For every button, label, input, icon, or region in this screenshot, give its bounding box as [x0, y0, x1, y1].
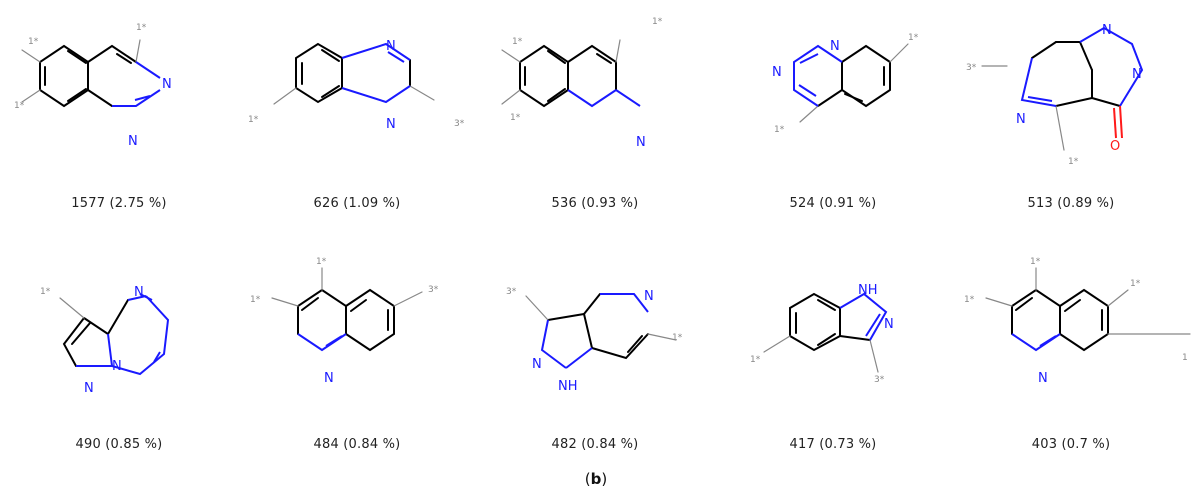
molecule-cell-1: 1* 1* 1* N N 1577 (2.75 %): [0, 0, 238, 235]
panel-letter: b: [590, 470, 602, 488]
panel-label: (b): [584, 470, 608, 488]
atom-label: 3*: [874, 375, 885, 385]
atom-label: 1*: [136, 23, 147, 33]
atom-label: 3*: [428, 285, 439, 295]
atom-label: 1*: [774, 125, 785, 135]
atom-label: 1*: [750, 355, 761, 365]
atom-label: 1*: [40, 287, 51, 297]
atom-label: 1*: [1068, 157, 1079, 167]
molecule-cell-7: 1* 1* 3* N 484 (0.84 %): [238, 250, 476, 470]
molecule-structure-6: 1* N N N: [40, 285, 170, 396]
molecule-caption: 482 (0.84 %): [551, 437, 639, 452]
molecule-caption: 536 (0.93 %): [551, 196, 639, 211]
atom-label: 1*: [652, 17, 663, 27]
atom-label: N: [134, 285, 144, 300]
molecule-structure-2: N N 1* 3*: [248, 39, 465, 132]
atom-label: N: [884, 317, 894, 332]
molecule-cell-5: 3* N N N O 1* 513 (0.89 %): [952, 0, 1190, 235]
molecule-structure-8: 3* N N NH 1*: [506, 287, 683, 394]
atom-label: N: [1016, 112, 1026, 127]
atom-label: N: [532, 357, 542, 372]
molecule-structure-7: 1* 1* 3* N: [250, 257, 439, 386]
molecule-structure-1: 1* 1* 1* N N: [14, 23, 172, 149]
molecule-caption: 417 (0.73 %): [789, 437, 877, 452]
molecule-caption: 490 (0.85 %): [75, 437, 163, 452]
molecule-grid: 1* 1* 1* N N 1577 (2.75 %) N: [0, 0, 1191, 470]
atom-label: NH: [858, 283, 878, 298]
molecule-structure-4: N N 1* 1*: [772, 33, 919, 135]
atom-label: 1*: [964, 295, 975, 305]
atom-label: N: [1038, 371, 1048, 386]
atom-label: N: [636, 135, 646, 150]
atom-label: N: [386, 117, 396, 132]
atom-label: 1*: [14, 101, 25, 111]
atom-label: N: [1102, 23, 1112, 38]
atom-label: N: [162, 77, 172, 92]
molecule-caption: 484 (0.84 %): [313, 437, 401, 452]
molecule-cell-4: N N 1* 1* 524 (0.91 %): [714, 0, 952, 235]
atom-label: N: [644, 289, 654, 304]
atom-label: 1*: [510, 113, 521, 123]
atom-label: 1*: [248, 115, 259, 125]
atom-label: 1*: [512, 37, 523, 47]
molecule-cell-8: 3* N N NH 1* 482 (0.84 %): [476, 250, 714, 470]
molecule-caption: 513 (0.89 %): [1027, 196, 1115, 211]
atom-label: 1*: [1130, 279, 1141, 289]
atom-label: N: [386, 39, 396, 54]
atom-label: N: [84, 381, 94, 396]
atom-label: 1: [1182, 353, 1188, 363]
atom-label: N: [128, 134, 138, 149]
atom-label: 3*: [454, 119, 465, 129]
atom-label: 1*: [250, 295, 261, 305]
molecule-caption: 524 (0.91 %): [789, 196, 877, 211]
atom-label: N: [324, 371, 334, 386]
atom-label: 1*: [316, 257, 327, 267]
atom-label: N: [1132, 67, 1142, 82]
molecule-cell-2: N N 1* 3* 626 (1.09 %): [238, 0, 476, 235]
atom-label: NH: [558, 379, 578, 394]
molecule-cell-9: NH N 1* 3* 417 (0.73 %): [714, 250, 952, 470]
molecule-cell-3: 1* 1* 1* N 536 (0.93 %): [476, 0, 714, 235]
molecule-cell-10: 1* 1* 1* 1 N 403 (0.7 %): [952, 250, 1191, 470]
molecule-caption: 1577 (2.75 %): [71, 196, 167, 211]
molecule-structure-5: 3* N N N O 1*: [966, 23, 1144, 167]
atom-label: N: [112, 359, 122, 374]
molecule-caption: 626 (1.09 %): [313, 196, 401, 211]
molecule-structure-3: 1* 1* 1* N: [501, 17, 663, 150]
molecule-structure-10: 1* 1* 1* 1 N: [964, 257, 1191, 386]
molecule-cell-6: 1* N N N 490 (0.85 %): [0, 250, 238, 470]
atom-label: 1*: [28, 37, 39, 47]
atom-label: N: [772, 65, 782, 80]
molecule-structure-9: NH N 1* 3*: [750, 283, 894, 385]
atom-label: 1*: [672, 333, 683, 343]
atom-label: 3*: [506, 287, 517, 297]
atom-label: N: [830, 39, 840, 54]
atom-label: O: [1110, 139, 1120, 154]
atom-label: 3*: [966, 63, 977, 73]
atom-label: 1*: [908, 33, 919, 43]
atom-label: 1*: [1030, 257, 1041, 267]
molecule-caption: 403 (0.7 %): [1031, 437, 1111, 452]
